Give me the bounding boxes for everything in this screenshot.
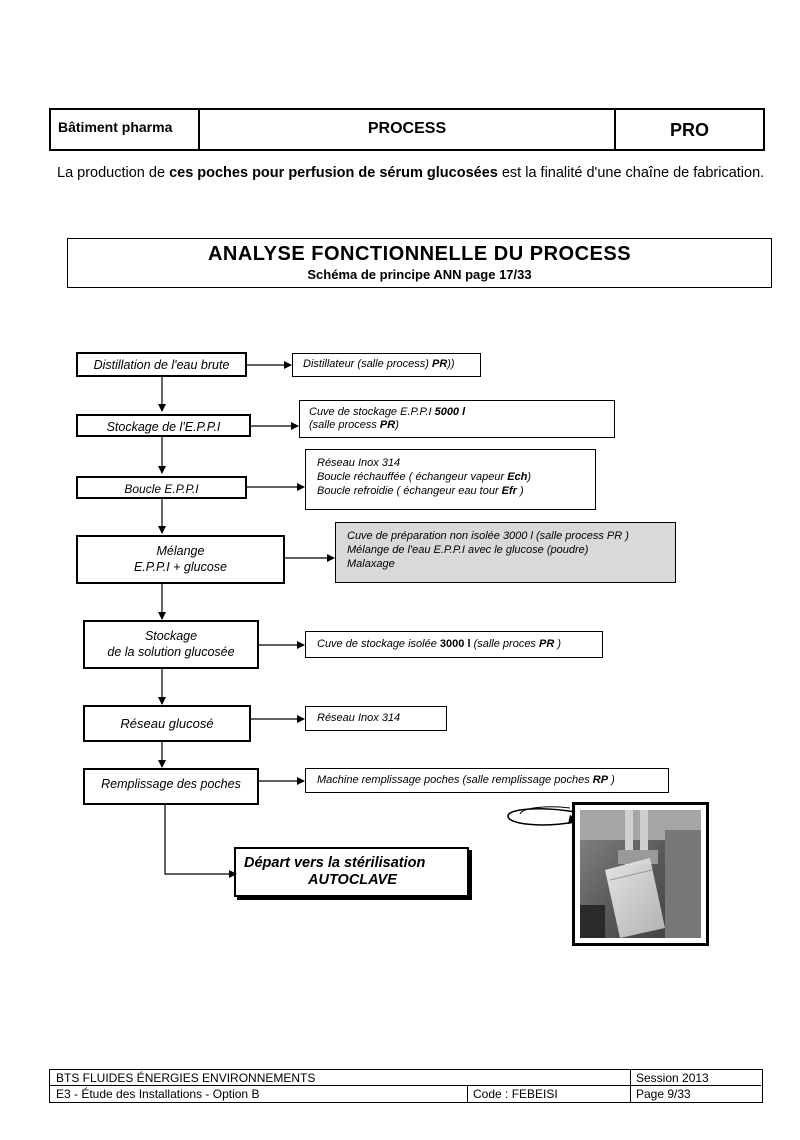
filling-machine-photo bbox=[572, 802, 709, 946]
step-stockage-solution-line1: Stockage bbox=[144, 629, 198, 643]
analysis-subtitle: Schéma de principe ANN page 17/33 bbox=[307, 267, 532, 282]
step-melange-line1: Mélange bbox=[156, 544, 205, 558]
depart-line1: Départ vers la stérilisation bbox=[244, 855, 426, 871]
footer-code: Code : FEBEISI bbox=[473, 1087, 558, 1101]
footer-table: BTS FLUIDES ÉNERGIES ENVIRONNEMENTS Sess… bbox=[49, 1069, 763, 1103]
step-stockage-solution: Stockage de la solution glucosée bbox=[83, 620, 259, 669]
depart-sterilisation-box: Départ vers la stérilisation AUTOCLAVE bbox=[234, 847, 469, 897]
header-left-cell: Bâtiment pharma bbox=[51, 110, 200, 149]
intro-paragraph: La production de ces poches pour perfusi… bbox=[57, 163, 769, 183]
step-reseau-glucose-label: Réseau glucosé bbox=[120, 716, 214, 731]
footer-page: Page 9/33 bbox=[636, 1087, 691, 1101]
note-cuve-eppi: Cuve de stockage E.P.P.I 5000 l (salle p… bbox=[299, 400, 615, 438]
footer-row1: BTS FLUIDES ÉNERGIES ENVIRONNEMENTS Sess… bbox=[50, 1070, 761, 1086]
note-distillateur: Distillateur (salle process) PR)) bbox=[292, 353, 481, 377]
analysis-title: ANALYSE FONCTIONNELLE DU PROCESS bbox=[207, 243, 632, 265]
note-cuve-preparation: Cuve de préparation non isolée 3000 l (s… bbox=[335, 522, 676, 583]
footer-row2: E3 - Étude des Installations - Option B … bbox=[50, 1086, 761, 1102]
step-stockage-eppi: Stockage de l'E.P.P.I bbox=[76, 414, 251, 437]
step-remplissage: Remplissage des poches bbox=[83, 768, 259, 805]
step-stockage-solution-line2: de la solution glucosée bbox=[107, 645, 235, 659]
note-machine-remplissage: Machine remplissage poches (salle rempli… bbox=[305, 768, 669, 793]
footer-session: Session 2013 bbox=[636, 1071, 709, 1085]
footer-bts: BTS FLUIDES ÉNERGIES ENVIRONNEMENTS bbox=[56, 1071, 316, 1085]
step-boucle-eppi-label: Boucle E.P.P.I bbox=[124, 482, 199, 496]
header-center-text: PROCESS bbox=[367, 120, 447, 137]
step-distillation: Distillation de l'eau brute bbox=[76, 352, 247, 377]
intro-bold: ces poches pour perfusion de sérum gluco… bbox=[169, 165, 498, 181]
machine-image-icon bbox=[580, 810, 701, 938]
depart-line2: AUTOCLAVE bbox=[308, 872, 397, 888]
note-reseau-boucles: Réseau Inox 314 Boucle réchauffée ( écha… bbox=[305, 449, 596, 510]
step-boucle-eppi: Boucle E.P.P.I bbox=[76, 476, 247, 499]
step-remplissage-label: Remplissage des poches bbox=[101, 777, 241, 791]
header-center-cell: PROCESS bbox=[200, 110, 616, 149]
analysis-title-box: ANALYSE FONCTIONNELLE DU PROCESS Schéma … bbox=[67, 238, 772, 288]
header-right-text: PRO bbox=[669, 120, 709, 140]
footer-divider-1 bbox=[467, 1086, 468, 1102]
header-left-text: Bâtiment pharma bbox=[58, 119, 173, 135]
curved-arrow-icon bbox=[507, 806, 582, 826]
note-cuve-isolee: Cuve de stockage isolée 3000 l (salle pr… bbox=[305, 631, 603, 658]
header-right-cell: PRO bbox=[616, 110, 763, 149]
step-melange: Mélange E.P.P.I + glucose bbox=[76, 535, 285, 584]
header-table: Bâtiment pharma PROCESS PRO bbox=[49, 108, 765, 151]
step-distillation-label: Distillation de l'eau brute bbox=[93, 358, 230, 372]
intro-text-1: La production de bbox=[57, 165, 170, 181]
footer-epreuve: E3 - Étude des Installations - Option B bbox=[56, 1087, 260, 1101]
step-stockage-eppi-label: Stockage de l'E.P.P.I bbox=[106, 420, 221, 434]
note-reseau-inox: Réseau Inox 314 bbox=[305, 706, 447, 731]
step-melange-line2: E.P.P.I + glucose bbox=[133, 560, 227, 574]
footer-divider-2 bbox=[630, 1070, 631, 1102]
intro-text-2: est la finalité d'une chaîne de fabricat… bbox=[497, 165, 765, 181]
step-reseau-glucose: Réseau glucosé bbox=[83, 705, 251, 742]
